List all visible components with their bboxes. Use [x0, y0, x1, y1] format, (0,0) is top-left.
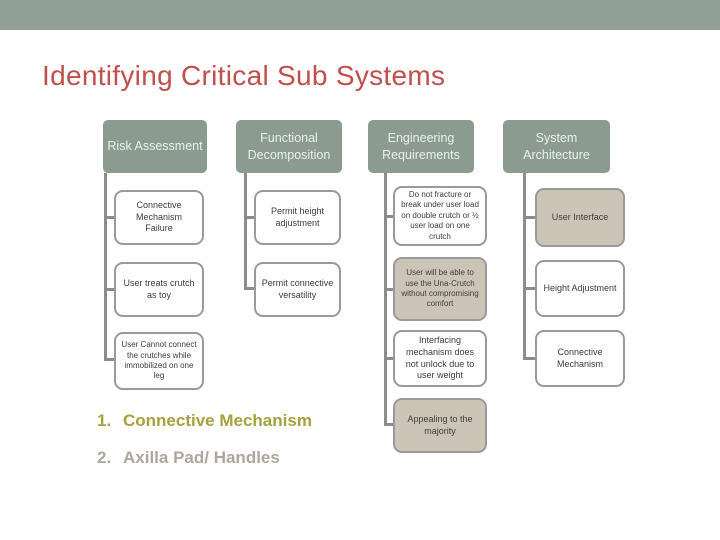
diagram-box-permit-connective-versatility: Permit connective versatility [254, 262, 341, 317]
column-header-engineering-requirements: Engineering Requirements [368, 120, 474, 173]
connector-line [244, 173, 247, 289]
connector-line [244, 287, 254, 290]
diagram-box-connective-mechanism: Connective Mechanism [535, 330, 625, 387]
diagram-box-permit-height-adjustment: Permit height adjustment [254, 190, 341, 245]
connector-line [384, 288, 393, 291]
diagram-box-interfacing-mechanism: Interfacing mechanism does not unlock du… [393, 330, 487, 387]
column-header-system-architecture: System Architecture [503, 120, 610, 173]
connector-line [104, 216, 114, 219]
connector-line [523, 287, 535, 290]
column-header-functional-decomposition: Functional Decomposition [236, 120, 342, 173]
diagram-box-do-not-fracture: Do not fracture or break under user load… [393, 186, 487, 246]
top-band [0, 0, 720, 30]
diagram-box-height-adjustment: Height Adjustment [535, 260, 625, 317]
list-number: 1. [97, 411, 112, 430]
diagram-box-user-interface: User Interface [535, 188, 625, 247]
diagram-box-user-cannot-connect: User Cannot connect the crutches while i… [114, 332, 204, 390]
diagram-box-user-treats-crutch-as-toy: User treats crutch as toy [114, 262, 204, 317]
diagram-box-una-crutch-comfort: User will be able to use the Una-Crutch … [393, 257, 487, 321]
list-number: 2. [97, 448, 112, 467]
connector-line [384, 215, 393, 218]
list-text: Axilla Pad/ Handles [123, 448, 280, 467]
connector-line [523, 173, 526, 358]
list-item-axilla-pad-handles: 2. Axilla Pad/ Handles [97, 448, 280, 468]
connector-line [104, 288, 114, 291]
list-item-connective-mechanism: 1. Connective Mechanism [97, 411, 312, 431]
connector-line [384, 357, 393, 360]
connector-line [104, 173, 107, 361]
connector-line [384, 173, 387, 425]
connector-line [523, 216, 535, 219]
list-text: Connective Mechanism [123, 411, 312, 430]
column-header-risk-assessment: Risk Assessment [103, 120, 207, 173]
diagram-box-connective-mechanism-failure: Connective Mechanism Failure [114, 190, 204, 245]
connector-line [244, 216, 254, 219]
slide-title: Identifying Critical Sub Systems [42, 60, 446, 91]
diagram-box-appealing-to-majority: Appealing to the majority [393, 398, 487, 453]
connector-line [523, 357, 535, 360]
connector-line [384, 423, 393, 426]
connector-line [104, 358, 114, 361]
